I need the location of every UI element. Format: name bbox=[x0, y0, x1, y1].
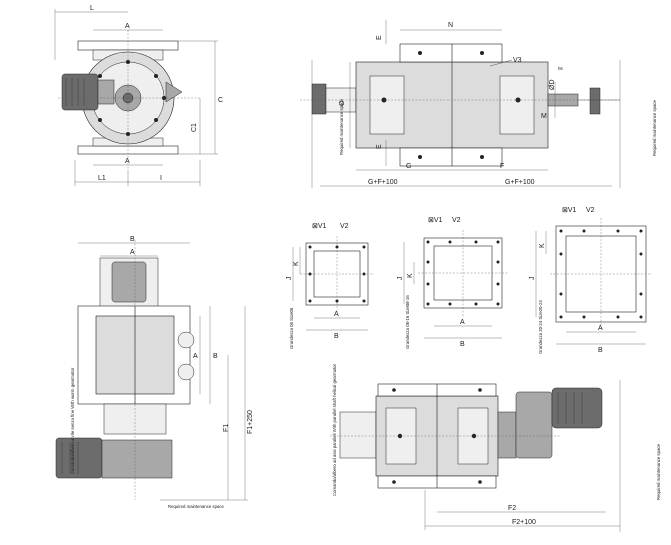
shaft-coupling bbox=[589, 87, 601, 115]
label-V1-0816: ⊠V1 bbox=[428, 217, 443, 224]
dim-B-topview: B bbox=[130, 236, 135, 243]
dim-B-side: B bbox=[213, 353, 218, 360]
bolt-icon bbox=[392, 388, 482, 484]
maintenance-note-parallel: Required maintenance space bbox=[656, 443, 661, 500]
dim-E-bottom: E bbox=[376, 144, 383, 149]
dim-C1: C1 bbox=[191, 123, 198, 132]
helical-gearbox bbox=[515, 391, 553, 459]
top-flange bbox=[399, 43, 503, 63]
dim-A-bottom: A bbox=[125, 158, 130, 165]
side-cover-left bbox=[369, 75, 405, 135]
dim-B-0816: B bbox=[460, 341, 465, 348]
size06-caption: Grandezza 06 Size06 bbox=[289, 307, 294, 349]
dim-L: L bbox=[90, 5, 94, 12]
bearing-left-parallel bbox=[339, 411, 377, 459]
maintenance-note-left: Required maintenance space bbox=[339, 98, 344, 155]
label-V2-0816: V2 bbox=[452, 217, 461, 224]
dim-A-topview: A bbox=[130, 249, 135, 256]
dim-I: I bbox=[160, 175, 162, 182]
dim-C: C bbox=[218, 97, 223, 104]
dim-A-side: A bbox=[193, 353, 198, 360]
dim-F2: F2 bbox=[508, 505, 516, 512]
dim-O: O bbox=[339, 100, 346, 106]
maintenance-note-right: Required maintenance space bbox=[652, 99, 657, 156]
label-V2-2024: V2 bbox=[586, 207, 595, 214]
label-V1-06: ⊠V1 bbox=[312, 223, 327, 230]
dim-F1: F1 bbox=[223, 424, 230, 432]
dim-M: M bbox=[541, 113, 547, 120]
label-V2-06: V2 bbox=[340, 223, 349, 230]
label-V1-2024: ⊠V1 bbox=[562, 207, 577, 214]
dim-K-06: K bbox=[293, 261, 300, 266]
dim-A-2024: A bbox=[598, 325, 603, 332]
bolt-icon bbox=[308, 245, 366, 303]
label-V3: V3 bbox=[513, 57, 522, 64]
dim-F: F bbox=[500, 163, 504, 170]
bottom-flange bbox=[399, 147, 503, 167]
gearmotor-icon bbox=[111, 261, 147, 303]
dim-A-top: A bbox=[125, 23, 130, 30]
gearmotor-icon bbox=[61, 73, 99, 111]
dim-B-2024: B bbox=[598, 347, 603, 354]
dim-F1-250: F1+250 bbox=[247, 410, 254, 434]
gearmotor-icon bbox=[551, 387, 603, 429]
dim-G-F-100-right: G+F+100 bbox=[505, 179, 535, 186]
side-cover-right bbox=[499, 75, 535, 135]
dim-N: N bbox=[448, 22, 453, 29]
size2024-caption: Grandezza 20-24 Size20-24 bbox=[538, 300, 543, 354]
dim-F2-100: F2+100 bbox=[512, 519, 536, 526]
bolt-icon bbox=[426, 240, 500, 306]
dim-J-06: J bbox=[286, 277, 293, 281]
dim-D: ØD bbox=[549, 80, 556, 91]
gearbox bbox=[97, 79, 115, 105]
dim-A-06: A bbox=[334, 311, 339, 318]
dim-B-06: B bbox=[334, 333, 339, 340]
worm-gearmotor-caption: Comando/albero a vite senza fine With wo… bbox=[70, 367, 75, 474]
coupling-parallel bbox=[497, 411, 517, 459]
parallel-gearmotor-caption: Comando/albero ad assi paralleli With pa… bbox=[332, 363, 337, 496]
dim-G-F-100-left: G+F+100 bbox=[368, 179, 398, 186]
top-view-worm: B A B A F1 F1+250 Required maintenance s… bbox=[55, 236, 254, 509]
size0816-caption: Grandezza 08-16 Size08-16 bbox=[405, 295, 410, 349]
front-view: L A A C C1 L1 I bbox=[54, 5, 223, 186]
side-view: N E E O ØD h6 M V3 G F G+F+100 G+F+100 R… bbox=[300, 20, 657, 188]
flange-size06: A B J K ⊠V1 V2 Grandezza 06 Size06 bbox=[286, 223, 374, 349]
drive-stub-left bbox=[311, 83, 327, 115]
dim-L1: L1 bbox=[98, 175, 106, 182]
dim-K-2024: K bbox=[539, 243, 546, 248]
flange-size08-16: A B J K ⊠V1 V2 Grandezza 08-16 Size08-16 bbox=[397, 217, 508, 349]
worm-motor bbox=[55, 437, 103, 479]
dim-E-top: E bbox=[376, 35, 383, 40]
side-view-parallel: F2 F2+100 Required maintenance space Com… bbox=[330, 363, 661, 532]
worm-gearbox bbox=[101, 439, 173, 479]
dim-A-0816: A bbox=[460, 319, 465, 326]
dim-J-2024: J bbox=[529, 277, 536, 281]
dim-K-0816: K bbox=[407, 273, 414, 278]
dim-J-0816: J bbox=[397, 277, 404, 281]
dim-D-tolerance: h6 bbox=[558, 66, 563, 71]
maintenance-note-bottom: Required maintenance space bbox=[168, 504, 225, 509]
flange-size20-24: A B J K ⊠V1 V2 Grandezza 20-24 Size20-24 bbox=[529, 207, 652, 354]
bolt-icon bbox=[559, 229, 643, 319]
dim-G: G bbox=[406, 163, 411, 170]
